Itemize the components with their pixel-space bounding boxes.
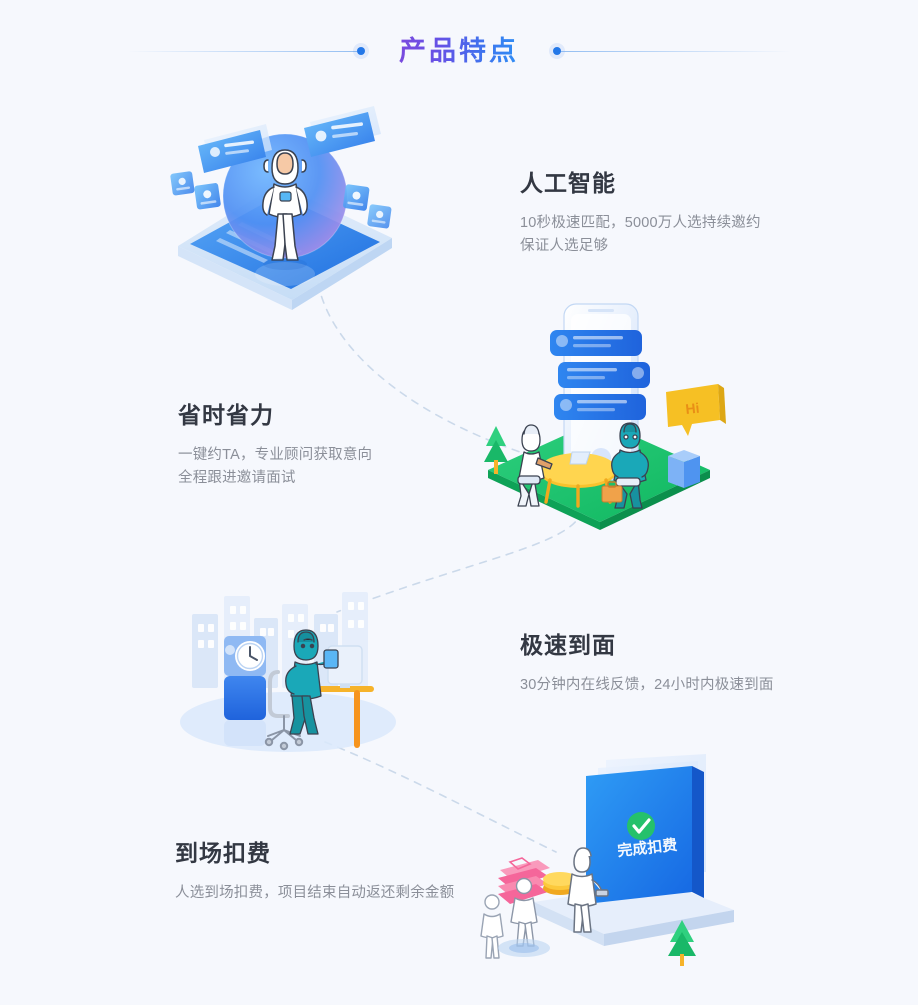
message-card — [554, 394, 646, 420]
feature-description: 30分钟内在线反馈，24小时内极速到面 — [520, 674, 774, 697]
illustration-fast-interview — [168, 570, 408, 760]
office-chair — [264, 670, 304, 751]
feature-desc-line: 一键约TA，专业顾问获取意向 — [178, 446, 373, 463]
illustration-artificial-intelligence — [160, 88, 410, 313]
briefcase — [601, 481, 623, 503]
feature-description: 10秒极速匹配，5000万人选持续邀约 保证人选足够 — [520, 212, 761, 259]
feature-desc-line: 10秒极速匹配，5000万人选持续邀约 — [520, 214, 761, 231]
person-presenter — [567, 847, 609, 933]
feature-block-pay-on-arrival: 到场扣费 人选到场扣费，项目结束自动返还剩余金额 — [175, 840, 454, 905]
feature-desc-line: 30分钟内在线反馈，24小时内极速到面 — [520, 676, 774, 693]
feature-desc-line: 人选到场扣费，项目结束自动返还剩余金额 — [175, 884, 455, 901]
tree-decoration — [668, 920, 696, 966]
person-candidate — [611, 422, 649, 509]
feature-description: 一键约TA，专业顾问获取意向 全程跟进邀请面试 — [178, 444, 372, 491]
feature-description: 人选到场扣费，项目结束自动返还剩余金额 — [175, 882, 454, 905]
illustration-time-saving: Hi — [468, 300, 730, 530]
feature-title: 到场扣费 — [175, 840, 271, 866]
success-check-icon — [627, 812, 655, 840]
tree-decoration — [484, 426, 508, 474]
clock-cube — [224, 636, 266, 746]
astronaut-character — [262, 149, 308, 261]
feature-block-fast-interview: 极速到面 30分钟内在线反馈，24小时内极速到面 — [520, 632, 774, 697]
feature-title: 省时省力 — [178, 402, 274, 428]
table-furniture — [540, 451, 616, 508]
ground-shadow — [180, 692, 396, 752]
spotlight-inner — [509, 943, 539, 953]
message-card — [550, 330, 642, 356]
person-at-desk — [285, 629, 339, 735]
header-row: 产品特点 — [0, 34, 918, 68]
feature-title: 人工智能 — [520, 170, 616, 196]
floating-card-right — [304, 106, 381, 157]
feature-block-time-saving: 省时省力 一键约TA，专业顾问获取意向 全程跟进邀请面试 — [178, 402, 372, 491]
feature-desc-line: 保证人选足够 — [520, 238, 609, 255]
header-rule-right — [561, 50, 791, 52]
message-card — [558, 362, 650, 388]
page-header: 产品特点 — [0, 0, 918, 100]
header-rule-left — [127, 50, 357, 52]
billboard-screen: 完成扣费 — [586, 766, 704, 904]
page-title: 产品特点 — [399, 36, 519, 66]
person-outline — [480, 894, 504, 959]
feature-block-artificial-intelligence: 人工智能 10秒极速匹配，5000万人选持续邀约 保证人选足够 — [520, 170, 761, 259]
coin-stack — [543, 872, 577, 895]
chat-bubble-hi: Hi — [666, 384, 726, 436]
chat-bubble-text: Hi — [685, 400, 701, 417]
floating-card-left — [198, 124, 272, 173]
bullet-dot-right-icon — [553, 47, 561, 55]
illustration-pay-on-arrival: 完成扣费 — [478, 752, 748, 967]
cube-decoration — [668, 450, 700, 488]
feature-desc-line: 全程跟进邀请面试 — [178, 470, 296, 487]
bullet-dot-left-icon — [357, 47, 365, 55]
person-interviewer — [517, 424, 553, 507]
floating-mini-cards — [170, 171, 392, 229]
feature-title: 极速到面 — [520, 632, 616, 658]
